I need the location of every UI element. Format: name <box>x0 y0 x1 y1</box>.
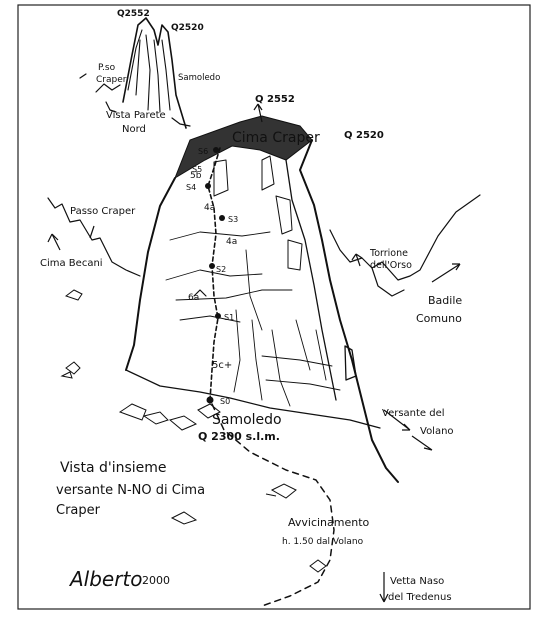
summit-name: Cima Craper <box>232 130 320 146</box>
label-cima-becani: Cima Becani <box>40 258 103 269</box>
label-badile: Badile <box>428 294 462 307</box>
belay-label: S4 <box>186 183 196 192</box>
belay-label: S3 <box>228 215 238 224</box>
approach-label-2: h. 1.50 dal Volano <box>282 537 364 547</box>
valley-label: Vetta Naso <box>390 576 444 587</box>
inset-view-label: Vista Parete <box>106 110 166 121</box>
rock-details <box>166 156 356 406</box>
belay-label: S0 <box>220 397 230 406</box>
belay-point <box>209 263 215 269</box>
belay-point <box>219 215 225 221</box>
caption-line: Vista d'insieme <box>60 460 167 476</box>
direction-arrows <box>48 104 460 602</box>
belay-point <box>213 147 219 153</box>
signature: Alberto <box>68 567 143 591</box>
inset-peak-left: Q2552 <box>117 9 150 19</box>
label-passo-craper: Passo Craper <box>70 206 136 217</box>
summit-q-top: Q 2552 <box>255 94 295 105</box>
inset-peak-right: Q2520 <box>171 23 204 33</box>
grade-label: 5b <box>190 171 202 181</box>
belay-label: S6 <box>198 147 208 156</box>
belay-point <box>205 183 211 189</box>
grade-label: 4a <box>204 203 215 213</box>
label-versante: Versante del <box>382 408 445 419</box>
label-versante-2: Volano <box>420 426 454 437</box>
inset-view-label-2: Nord <box>122 124 146 135</box>
label-torrione: Torrione <box>369 248 408 259</box>
belay-label: S2 <box>216 265 226 274</box>
base-name: Samoledo <box>212 412 282 428</box>
base-altitude: Q 2300 s.l.m. <box>198 430 280 443</box>
boulders <box>62 290 326 572</box>
approach-label: Avvicinamento <box>288 516 370 529</box>
label-badile-2: Comuno <box>416 312 462 325</box>
inset-pass-label-2: Craper <box>96 75 127 85</box>
caption-line: Craper <box>56 503 101 518</box>
belay-point <box>207 397 214 404</box>
belay-point <box>215 313 221 319</box>
grade-label: 4a <box>226 237 237 247</box>
summit-q-right: Q 2520 <box>344 130 384 141</box>
grade-label: 6a <box>188 293 199 303</box>
signature-year: 2000 <box>142 574 170 587</box>
label-torrione-2: dell'Orso <box>370 260 412 271</box>
valley-label-2: del Tredenus <box>388 592 452 603</box>
inset-pass-label: P.so <box>98 63 116 73</box>
inset-samoledo: Samoledo <box>178 73 220 83</box>
caption-line: versante N-NO di Cima <box>56 483 205 498</box>
grade-label: 5c+ <box>212 360 232 371</box>
belay-label: S1 <box>224 313 234 322</box>
